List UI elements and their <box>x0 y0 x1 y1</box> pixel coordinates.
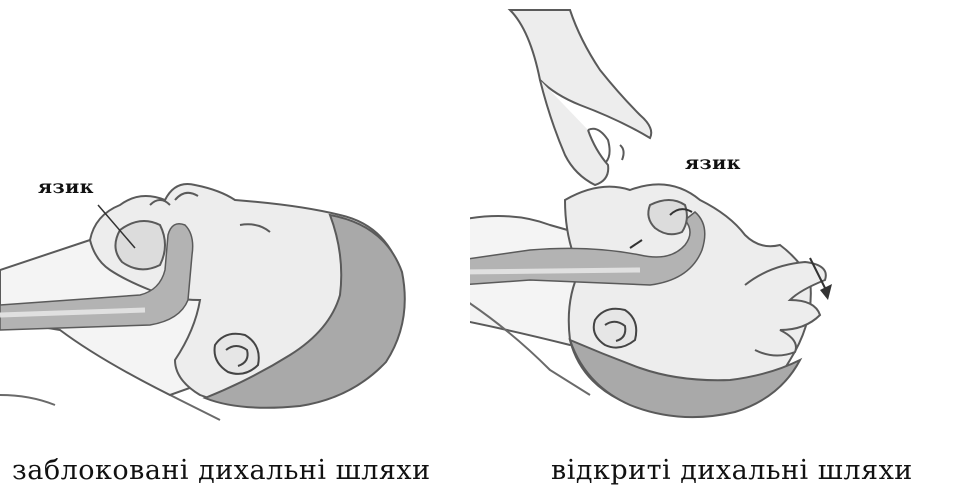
open-tongue-label: язик <box>685 152 741 174</box>
blocked-tongue-label: язик <box>38 176 94 198</box>
hand-icon <box>510 10 651 185</box>
open-airway-illustration <box>470 0 962 493</box>
open-airway-caption: відкриті дихальні шляхи <box>551 455 913 486</box>
blocked-airway-illustration <box>0 0 470 493</box>
open-airway-panel: язик відкриті дихальні шляхи <box>470 0 962 493</box>
blocked-airway-panel: язик заблоковані дихальні шляхи <box>0 0 470 493</box>
blocked-airway-caption: заблоковані дихальні шляхи <box>12 455 431 486</box>
